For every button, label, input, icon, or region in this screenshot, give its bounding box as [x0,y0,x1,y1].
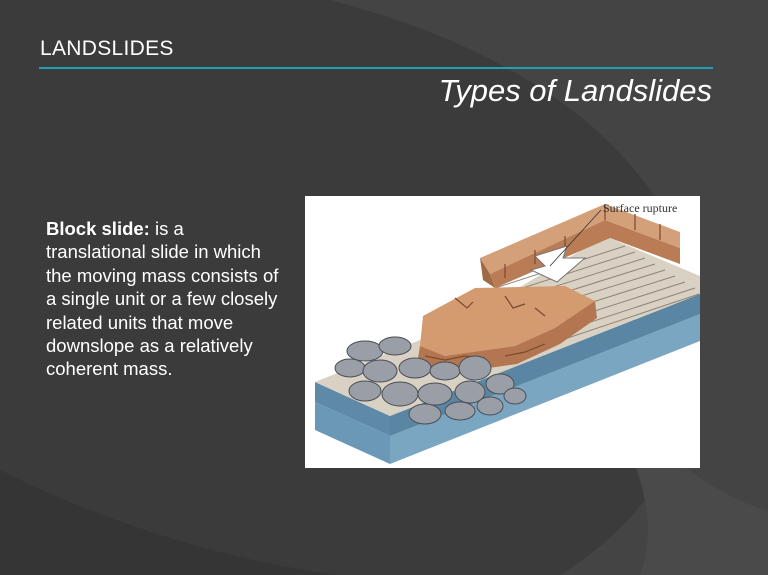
debris-pile [334,336,527,425]
header-divider [39,67,713,69]
block-slide-figure: Surface rupture [305,196,700,468]
definition-body: is a translational slide in which the mo… [46,218,279,380]
definition-text: Block slide: is a translational slide in… [46,217,281,381]
label-leader-line [549,209,602,267]
upper-rock-layer [480,204,680,274]
bedrock-side-face [390,314,700,464]
definition-term: Block slide: [46,218,150,239]
surface-rupture-label: Surface rupture [603,201,678,215]
section-header: LANDSLIDES [40,37,174,60]
slide-title: Types of Landslides [438,73,712,108]
block-slide-diagram [315,204,700,464]
sliding-block [420,286,595,356]
